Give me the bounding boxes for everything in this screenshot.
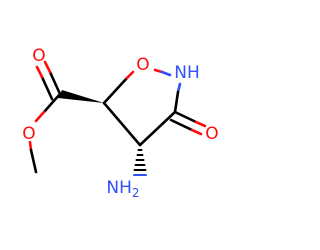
ring-oxygen-label: O xyxy=(136,55,149,75)
bond-n2-c3 xyxy=(173,90,180,114)
bond-ester-carbonyl-1-red xyxy=(43,60,52,74)
bond-ester-c-o-red xyxy=(34,110,46,123)
bond-o1-c5-red xyxy=(125,70,135,80)
bond-ester-c-o xyxy=(42,92,62,114)
bond-c3-carbonyl-2-red xyxy=(190,128,203,136)
bond-c3-carbonyl-1-red xyxy=(194,120,207,128)
bond-c3-c4 xyxy=(138,110,177,147)
bond-c3-carbonyl-2 xyxy=(169,118,194,132)
bond-n2-o1-blue xyxy=(160,70,172,77)
ester-oxygen-label: O xyxy=(22,124,35,144)
carbonyl-oxygen-label: O xyxy=(205,124,218,144)
bond-methyl xyxy=(29,148,38,174)
bond-c3-carbonyl-1 xyxy=(173,110,198,124)
bond-c4-c5 xyxy=(102,101,142,147)
molecule-drawing: O NH O O O NH2 xyxy=(22,46,218,200)
ester-carbonyl-oxygen-label: O xyxy=(32,46,45,66)
bond-ester-carbonyl-1 xyxy=(48,70,62,96)
solid-wedge-ester xyxy=(58,90,104,103)
bond-ester-carbonyl-2-red xyxy=(35,65,44,79)
amino-nh-text: NH xyxy=(106,178,132,198)
amino-nitrogen-label: NH2 xyxy=(106,178,139,200)
bond-n2-c3-blue xyxy=(176,82,182,94)
structure-canvas: O NH O O O NH2 xyxy=(22,46,219,200)
amino-subscript: 2 xyxy=(132,186,140,200)
bond-methyl-o-red xyxy=(28,140,33,152)
hashed-wedge-amino xyxy=(133,149,147,171)
bond-ester-carbonyl-2 xyxy=(40,75,54,101)
ring-nitrogen-label: NH xyxy=(174,63,200,83)
bond-c5-o1 xyxy=(102,76,129,105)
